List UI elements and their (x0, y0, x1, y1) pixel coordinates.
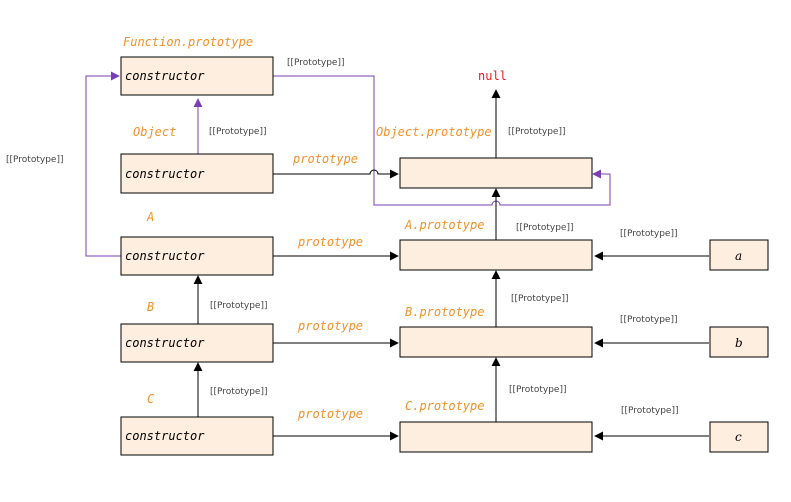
object-title: Object (133, 125, 176, 139)
instance-a-box (709, 239, 769, 271)
a-prototype-edge-label: prototype (297, 235, 363, 249)
object-prototype-box (399, 157, 593, 189)
function-prototype-title: Function.prototype (123, 35, 253, 49)
a-constructor-proto-label: [[Prototype]] (6, 155, 63, 165)
instance-a-label: a (735, 249, 742, 263)
c-constructor-box (120, 416, 274, 456)
instance-a-proto-label: [[Prototype]] (620, 229, 677, 239)
a-constructor-to-function-prototype-link (85, 71, 122, 257)
instance-c-label: c (735, 430, 742, 444)
function-constructor-label: constructor (125, 69, 205, 83)
instance-c-box (709, 421, 769, 453)
a-prototype-title: A.prototype (404, 218, 484, 232)
object-proto-label: [[Prototype]] (209, 127, 266, 137)
object-prototype-proto-label: [[Prototype]] (508, 127, 565, 137)
a-prototype-proto-label: [[Prototype]] (516, 223, 573, 233)
b-prototype-proto-label: [[Prototype]] (511, 294, 568, 304)
c-prototype-edge-label: prototype (297, 407, 363, 421)
b-prototype-title: B.prototype (405, 305, 484, 319)
a-prototype-box (399, 239, 593, 271)
c-prototype-title: C.prototype (405, 399, 484, 413)
b-constructor-proto-label: [[Prototype]] (210, 301, 267, 311)
b-prototype-box (399, 326, 593, 358)
b-constructor-box (120, 323, 274, 363)
object-constructor-box (120, 153, 274, 194)
c-constructor-label: constructor (125, 429, 205, 443)
object-prototype-edge-label: prototype (292, 152, 358, 166)
object-prototype-title: Object.prototype (376, 125, 492, 139)
c-prototype-proto-label: [[Prototype]] (509, 385, 566, 395)
b-prototype-edge-label: prototype (297, 319, 363, 333)
a-title: A (146, 210, 154, 224)
instance-c-proto-label: [[Prototype]] (621, 406, 678, 416)
instance-b-label: b (735, 336, 743, 350)
function-prototype-proto-label: [[Prototype]] (287, 58, 344, 68)
c-title: C (147, 392, 155, 406)
null-label: null (478, 69, 507, 83)
b-title: B (147, 300, 154, 314)
a-constructor-label: constructor (125, 249, 205, 263)
c-prototype-box (399, 421, 593, 453)
c-constructor-proto-label: [[Prototype]] (210, 387, 267, 397)
instance-b-box (709, 326, 769, 358)
object-prototype-edge (273, 169, 399, 179)
instance-b-proto-label: [[Prototype]] (620, 315, 677, 325)
a-constructor-box (120, 236, 274, 276)
function-prototype-box (120, 56, 274, 96)
object-constructor-label: constructor (125, 167, 205, 181)
b-constructor-label: constructor (125, 336, 205, 350)
